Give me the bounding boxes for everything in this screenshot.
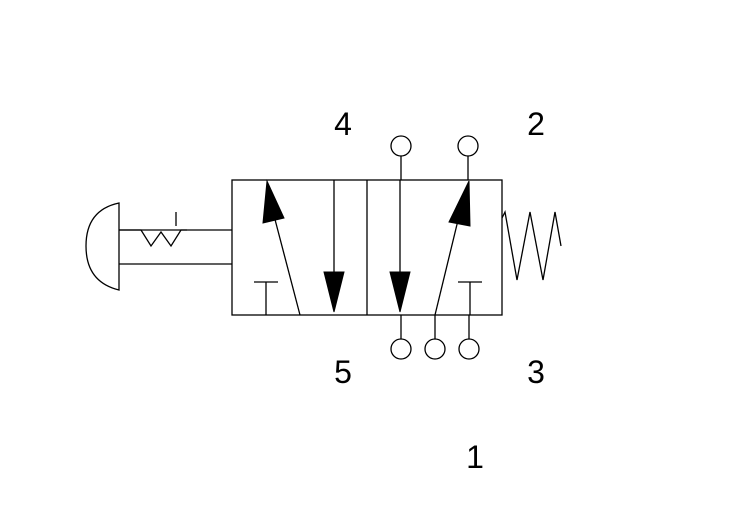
port-label-4: 4: [334, 106, 352, 142]
port-circle: [457, 135, 479, 157]
right-envelope: [389, 180, 482, 316]
port-circle: [390, 135, 412, 157]
detent-zigzag-icon: [119, 212, 187, 248]
push-button-icon: [85, 202, 120, 291]
port-circle: [424, 338, 446, 360]
flow-arrow-up-icon: [434, 180, 471, 316]
port-label-3: 3: [527, 354, 545, 390]
blocked-port-icon: [458, 281, 482, 315]
port-label-2: 2: [527, 106, 545, 142]
left-envelope: [254, 179, 345, 316]
plunger-rod: [119, 229, 232, 265]
flow-arrow-down-icon: [389, 180, 411, 313]
bottom-port-connectors: [390, 315, 480, 360]
port-circle: [458, 338, 480, 360]
valve-body: [231, 179, 503, 316]
flow-arrow-up-icon: [262, 179, 301, 316]
port-circle: [390, 338, 412, 360]
top-port-connectors: [390, 135, 479, 180]
spring-icon: [501, 209, 562, 281]
port-label-1: 1: [466, 439, 484, 475]
port-label-5: 5: [334, 354, 352, 390]
flow-arrow-down-icon: [323, 180, 345, 313]
blocked-port-icon: [254, 281, 278, 315]
